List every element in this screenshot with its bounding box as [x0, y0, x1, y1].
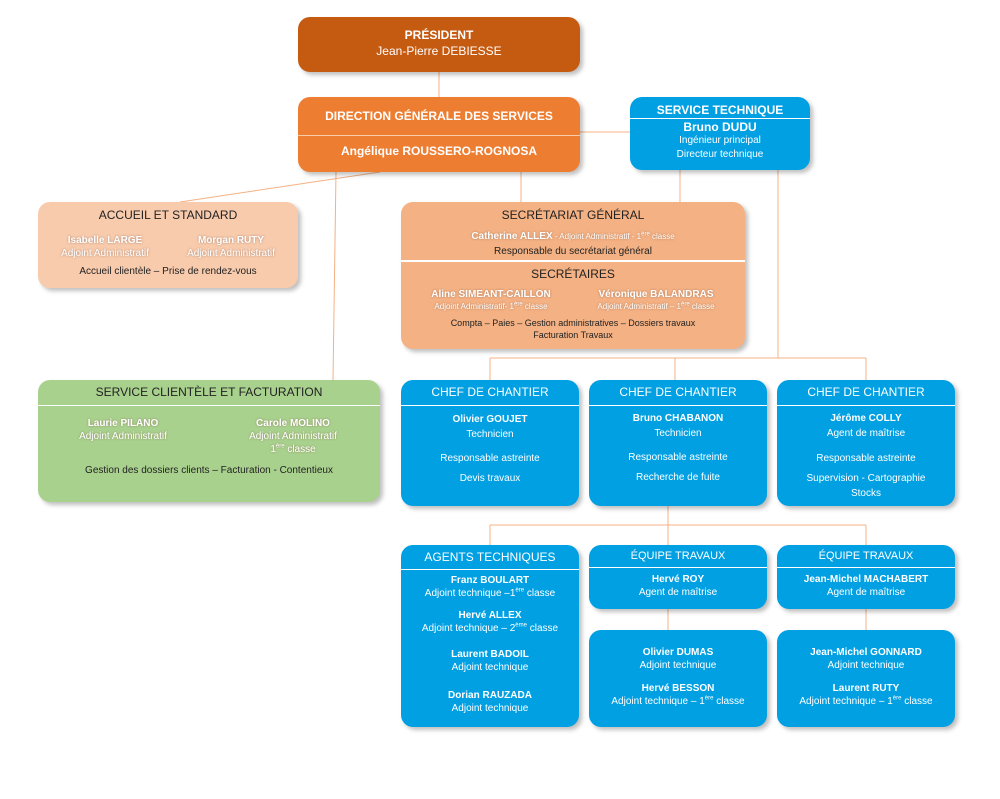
equipe2-member1-role: Adjoint technique [827, 660, 905, 671]
dgs-divider [298, 135, 580, 136]
chef1-role: Technicien [466, 429, 514, 440]
equipe2-name: Jean-Michel MACHABERT [803, 574, 929, 585]
president-title: PRÉSIDENT [404, 28, 474, 42]
chef2-mission2: Recherche de fuite [636, 472, 720, 483]
chef3-mission2: Supervision - Cartographie [806, 473, 926, 484]
agent1-role: Adjoint technique –1ère classe [424, 587, 556, 599]
chef2-title: CHEF DE CHANTIER [619, 385, 737, 399]
president-box: PRÉSIDENT Jean-Pierre DEBIESSE [298, 17, 580, 72]
accueil-person1-name: Isabelle LARGE [67, 235, 143, 246]
equipe1-name: Hervé ROY [651, 574, 705, 585]
chef3-mission1: Responsable astreinte [816, 453, 916, 464]
service-technique-role1: Ingénieur principal [679, 135, 761, 146]
equipe1-member2-name: Hervé BESSON [641, 683, 715, 694]
accueil-person2-role: Adjoint Administratif [187, 248, 275, 259]
clientele-mission: Gestion des dossiers clients – Facturati… [85, 465, 333, 476]
chef2-mission1: Responsable astreinte [628, 452, 728, 463]
secretariat-head-mission: Responsable du secrétariat général [494, 246, 652, 257]
secretariat-head-name: Catherine ALLEX [471, 231, 553, 242]
equipe2-title: ÉQUIPE TRAVAUX [818, 550, 914, 562]
clientele-title: SERVICE CLIENTÈLE ET FACTURATION [95, 385, 323, 399]
secretaire2-role: Adjoint Administratif – 1ère classe [597, 301, 715, 311]
clientele-person1-role: Adjoint Administratif [79, 431, 167, 442]
clientele-person2-name: Carole MOLINO [256, 418, 330, 429]
agents-divider [401, 569, 579, 570]
chef2-name: Bruno CHABANON [632, 413, 724, 424]
chef3-name: Jérôme COLLY [830, 413, 902, 424]
clientele-box: SERVICE CLIENTÈLE ET FACTURATION Laurie … [38, 380, 380, 502]
accueil-title: ACCUEIL ET STANDARD [98, 208, 238, 222]
dgs-box: DIRECTION GÉNÉRALE DES SERVICES Angéliqu… [298, 97, 580, 172]
agent3-name: Laurent BADOIL [451, 649, 529, 660]
clientele-person2-role2: 1ère classe [270, 443, 316, 455]
agent4-role: Adjoint technique [451, 703, 529, 714]
secretariat-head-line: Catherine ALLEX - Adjoint Administratif … [471, 231, 675, 242]
connector-dgs-accueil [179, 171, 381, 203]
secretaire1-name: Aline SIMEANT-CAILLON [431, 289, 551, 300]
chef1-mission1: Responsable astreinte [440, 453, 540, 464]
equipe2-member2-role: Adjoint technique – 1ère classe [799, 695, 933, 707]
accueil-mission: Accueil clientèle – Prise de rendez-vous [79, 266, 257, 277]
chef1-title: CHEF DE CHANTIER [431, 385, 549, 399]
secretariat-divider [401, 260, 745, 262]
agent4-name: Dorian RAUZADA [448, 690, 532, 701]
equipe-2-members-box: Jean-Michel GONNARD Adjoint technique La… [777, 630, 955, 727]
connector-dgs-clientele [332, 171, 337, 381]
secretariat-box: SECRÉTARIAT GÉNÉRAL Catherine ALLEX - Ad… [401, 202, 745, 349]
clientele-divider [38, 405, 380, 406]
secretariat-head-role: - Adjoint Administratif - 1 [552, 232, 642, 241]
chef1-name: Olivier GOUJET [452, 414, 528, 425]
dgs-name: Angélique ROUSSERO-ROGNOSA [340, 144, 537, 158]
chef1-mission2: Devis travaux [459, 473, 521, 484]
service-technique-role2: Directeur technique [676, 149, 764, 160]
service-technique-box: SERVICE TECHNIQUE Bruno DUDU Ingénieur p… [630, 97, 810, 170]
equipe-1-members-box: Olivier DUMAS Adjoint technique Hervé BE… [589, 630, 767, 727]
chef-chantier-3-box: CHEF DE CHANTIER Jérôme COLLY Agent de m… [777, 380, 955, 506]
dgs-title: DIRECTION GÉNÉRALE DES SERVICES [325, 109, 553, 123]
secretariat-mission1: Compta – Paies – Gestion administratives… [450, 318, 696, 328]
secretaires-title: SECRÉTAIRES [531, 267, 615, 281]
equipe-travaux-1-box: ÉQUIPE TRAVAUX Hervé ROY Agent de maîtri… [589, 545, 767, 609]
equipe1-member1-name: Olivier DUMAS [642, 647, 714, 658]
secretariat-mission2: Facturation Travaux [533, 330, 613, 340]
chef3-role: Agent de maîtrise [826, 428, 906, 439]
president-name: Jean-Pierre DEBIESSE [376, 44, 502, 58]
equipe2-member2-name: Laurent RUTY [832, 683, 900, 694]
accueil-person2-name: Morgan RUTY [197, 235, 265, 246]
service-technique-title: SERVICE TECHNIQUE [656, 103, 784, 117]
equipe1-member2-role: Adjoint technique – 1ère classe [611, 695, 745, 707]
clientele-person2-role: Adjoint Administratif [249, 431, 337, 442]
accueil-person1-role: Adjoint Administratif [61, 248, 149, 259]
chef3-divider [777, 405, 955, 406]
secretaire1-role: Adjoint Administratif- 1ère classe [434, 301, 548, 311]
secretaire2-name: Véronique BALANDRAS [598, 289, 714, 300]
service-technique-name: Bruno DUDU [683, 120, 757, 134]
equipe1-member1-role: Adjoint technique [639, 660, 717, 671]
service-technique-divider [630, 118, 810, 119]
chef-chantier-1-box: CHEF DE CHANTIER Olivier GOUJET Technici… [401, 380, 579, 506]
chef-chantier-2-box: CHEF DE CHANTIER Bruno CHABANON Technici… [589, 380, 767, 506]
agent2-name: Hervé ALLEX [458, 610, 522, 621]
equipe1-title: ÉQUIPE TRAVAUX [630, 550, 726, 562]
equipe2-member1-name: Jean-Michel GONNARD [810, 647, 922, 658]
chef3-mission3: Stocks [850, 488, 881, 499]
chef2-role: Technicien [654, 428, 702, 439]
equipe2-role: Agent de maîtrise [826, 587, 906, 598]
chef3-title: CHEF DE CHANTIER [807, 385, 925, 399]
chef2-divider [589, 405, 767, 406]
secretariat-title: SECRÉTARIAT GÉNÉRAL [501, 208, 645, 222]
equipe1-role: Agent de maîtrise [638, 587, 718, 598]
equipe-travaux-2-box: ÉQUIPE TRAVAUX Jean-Michel MACHABERT Age… [777, 545, 955, 609]
equipe1-divider [589, 567, 767, 568]
equipe2-divider [777, 567, 955, 568]
agents-title: AGENTS TECHNIQUES [424, 550, 556, 564]
agent3-role: Adjoint technique [451, 662, 529, 673]
accueil-box: ACCUEIL ET STANDARD Isabelle LARGE Adjoi… [38, 202, 298, 288]
clientele-person1-name: Laurie PILANO [87, 418, 159, 429]
agent1-name: Franz BOULART [450, 575, 530, 586]
agents-techniques-box: AGENTS TECHNIQUES Franz BOULART Adjoint … [401, 545, 579, 727]
chef1-divider [401, 405, 579, 406]
agent2-role: Adjoint technique – 2ème classe [421, 622, 559, 634]
